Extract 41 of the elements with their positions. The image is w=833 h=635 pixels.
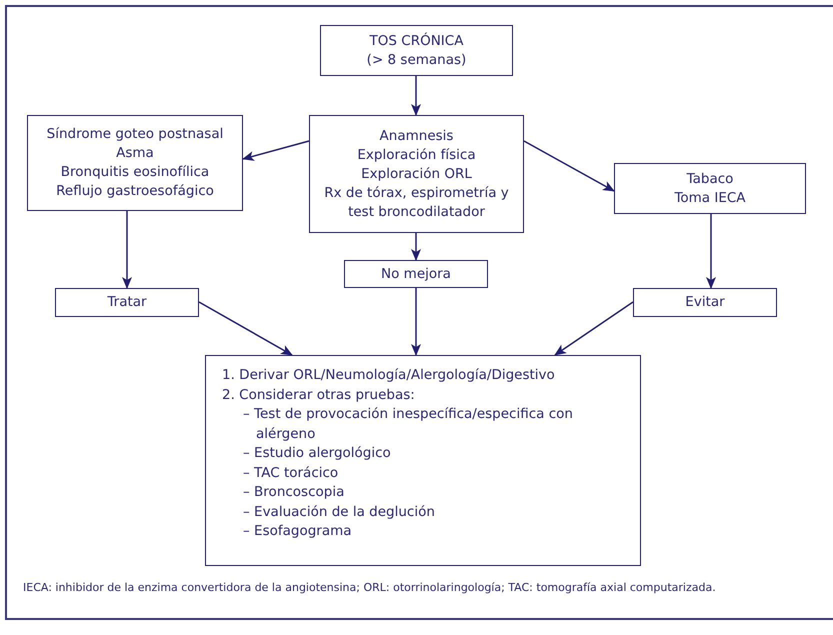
list-item: – Evaluación de la deglución bbox=[242, 502, 435, 522]
process-box bbox=[320, 25, 513, 76]
arrow bbox=[242, 140, 310, 161]
process-box bbox=[633, 288, 777, 317]
box-text: Exploración ORL bbox=[361, 164, 472, 184]
arrow bbox=[122, 211, 132, 289]
box-text: No mejora bbox=[381, 264, 451, 284]
box-text: Anamnesis bbox=[380, 126, 454, 146]
list-item: – Esofagograma bbox=[242, 522, 353, 541]
box-text: Bronquitis eosinofílica bbox=[60, 163, 210, 182]
process-box bbox=[614, 163, 806, 214]
box-text: Reflujo gastroesofágico bbox=[56, 182, 214, 201]
list-item: 2. Considerar otras pruebas: bbox=[222, 386, 415, 404]
process-box bbox=[27, 115, 243, 211]
box-text: Exploración física bbox=[357, 146, 476, 164]
list-item: – Estudio alergológico bbox=[242, 444, 391, 463]
process-box bbox=[344, 260, 488, 288]
arrow bbox=[524, 140, 615, 192]
arrow bbox=[554, 301, 634, 356]
box-text: (> 8 semanas) bbox=[366, 50, 466, 70]
arrow bbox=[706, 214, 716, 289]
box-text: Toma IECA bbox=[674, 188, 746, 208]
box-text: Tabaco bbox=[686, 170, 734, 188]
process-box bbox=[55, 288, 199, 317]
process-box bbox=[205, 355, 641, 566]
box-text: TOS CRÓNICA bbox=[370, 32, 464, 50]
list-item: – Test de provocación inespecífica/especifica con alérgeno bbox=[242, 405, 574, 444]
box-text: Evitar bbox=[685, 293, 725, 312]
arrow bbox=[198, 301, 293, 356]
process-box bbox=[309, 115, 524, 233]
arrow bbox=[411, 288, 421, 356]
footnote: IECA: inhibidor de la enzima convertidora de la angiotensina; ORL: otorrinolaringología; TAC: tomografía axial computarizada. bbox=[23, 580, 717, 596]
box-text: Tratar bbox=[107, 293, 147, 312]
box-text: Rx de tórax, espirometría y test broncodilatador bbox=[323, 184, 510, 222]
list-item: – Broncoscopia bbox=[242, 483, 346, 502]
box-text: Síndrome goteo postnasal bbox=[46, 125, 224, 144]
list-item: 1. Derivar ORL/Neumología/Alergología/Digestivo bbox=[222, 366, 555, 385]
arrow bbox=[411, 233, 421, 261]
box-text: Asma bbox=[116, 144, 154, 163]
list-item: – TAC torácico bbox=[242, 464, 338, 482]
arrow bbox=[411, 76, 421, 116]
